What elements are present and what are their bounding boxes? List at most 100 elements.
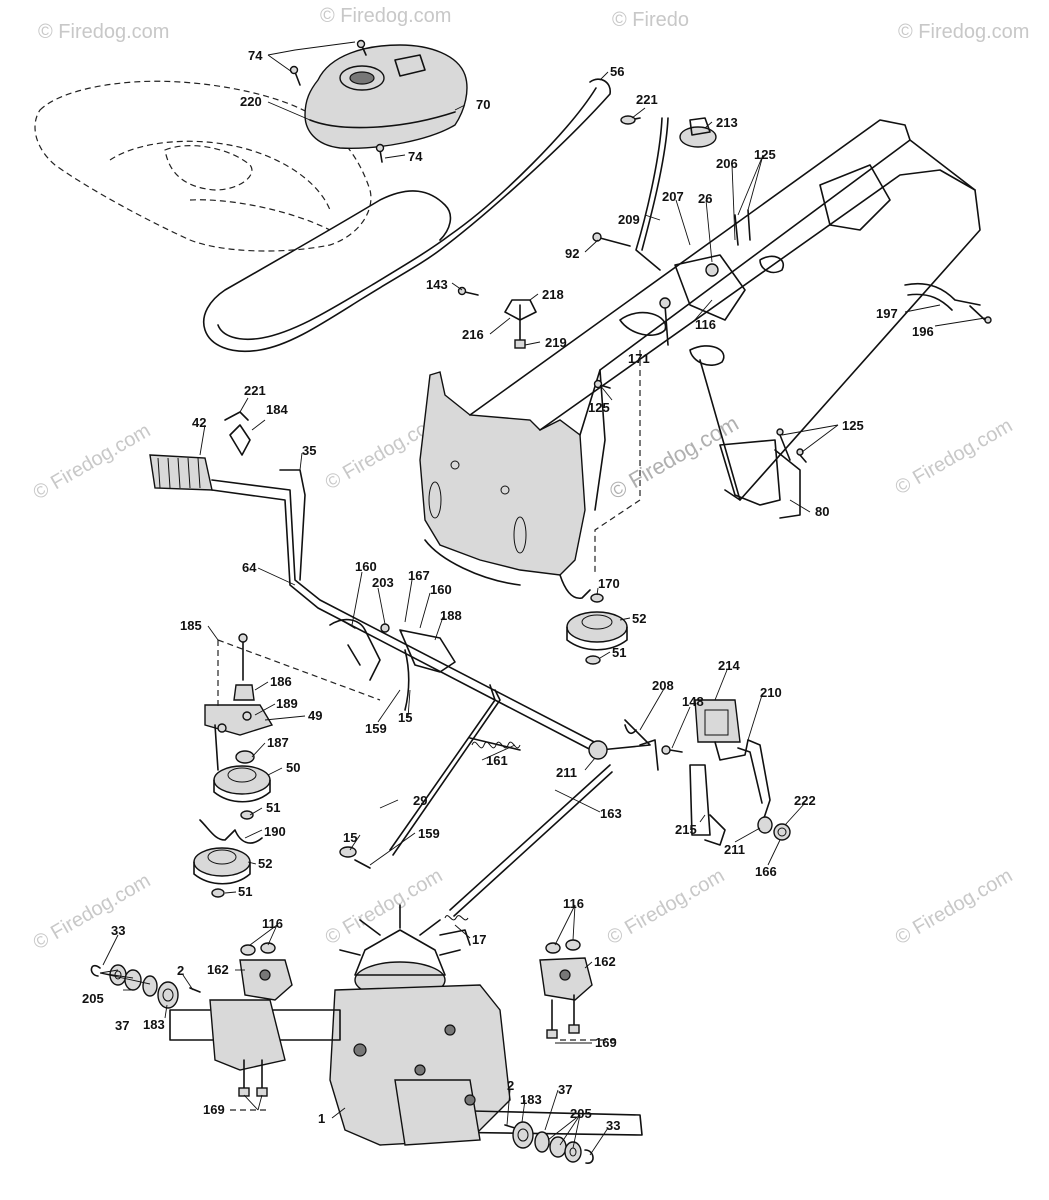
label-219: 219 (545, 335, 567, 350)
label-221-top: 221 (636, 92, 658, 107)
label-52-left: 52 (258, 856, 272, 871)
idler-pulley-right (559, 574, 628, 665)
label-209: 209 (618, 212, 640, 227)
watermark-mid-far-right: © Firedog.com (892, 415, 1017, 500)
label-185: 185 (180, 618, 202, 633)
label-208: 208 (652, 678, 674, 693)
chassis-frame (419, 119, 981, 586)
label-116-left: 116 (262, 916, 283, 931)
right-axle-hardware (504, 939, 594, 1164)
label-197: 197 (876, 306, 898, 321)
label-162-right: 162 (594, 954, 616, 969)
label-51-middle: 51 (266, 800, 280, 815)
label-80: 80 (815, 504, 829, 519)
upper-hardware (457, 115, 992, 463)
watermark-top-center: © Firedog.com (320, 5, 451, 27)
reference-dashes (217, 350, 641, 1111)
label-15-upper: 15 (398, 710, 412, 725)
label-161: 161 (486, 753, 508, 768)
label-166: 166 (755, 864, 777, 879)
label-35: 35 (302, 443, 316, 458)
label-215: 215 (675, 822, 697, 837)
label-222: 222 (794, 793, 816, 808)
part-labels: 74 220 70 56 74 221 213 125 206 207 26 2… (82, 48, 934, 1133)
lift-lever-assembly (149, 411, 601, 869)
drive-belt (203, 78, 611, 353)
label-186: 186 (270, 674, 292, 689)
label-159-upper: 159 (365, 721, 387, 736)
label-125-middle: 125 (588, 400, 610, 415)
label-183-left: 183 (143, 1017, 165, 1032)
label-17: 17 (472, 932, 486, 947)
screws-74 (289, 39, 385, 163)
label-205-right: 205 (570, 1106, 592, 1121)
label-33-right: 33 (606, 1118, 620, 1133)
label-37-right: 37 (558, 1082, 572, 1097)
watermark-low-left: © Firedog.com (30, 870, 155, 955)
label-42: 42 (192, 415, 206, 430)
label-213: 213 (716, 115, 738, 130)
label-15-lower: 15 (343, 830, 357, 845)
label-167-upper: 167 (408, 568, 430, 583)
label-160-right: 160 (430, 582, 452, 597)
label-220: 220 (240, 94, 262, 109)
label-56: 56 (610, 64, 624, 79)
label-29: 29 (413, 793, 427, 808)
watermark-top-right-clipped: © Firedo (612, 9, 689, 31)
watermark-low-right: © Firedog.com (604, 865, 729, 950)
leader-lines (99, 41, 986, 1156)
left-axle-hardware (90, 942, 293, 1097)
label-190: 190 (264, 824, 286, 839)
label-116-right: 116 (563, 896, 584, 911)
label-216: 216 (462, 327, 484, 342)
watermark-mid-left: © Firedog.com (30, 420, 155, 505)
watermark-top-far-right: © Firedog.com (898, 21, 1029, 43)
label-74-top: 74 (248, 48, 263, 63)
label-206: 206 (716, 156, 738, 171)
brake-pedal-assembly (449, 699, 791, 917)
label-26: 26 (698, 191, 712, 206)
label-49: 49 (308, 708, 322, 723)
seat-outline (34, 80, 372, 252)
label-125-top: 125 (754, 147, 776, 162)
label-188: 188 (440, 608, 462, 623)
label-203: 203 (372, 575, 394, 590)
label-160-left: 160 (355, 559, 377, 574)
label-211-left: 211 (556, 765, 577, 780)
label-2-right: 2 (507, 1078, 514, 1093)
label-92: 92 (565, 246, 579, 261)
watermark-low-far-right: © Firedog.com (892, 865, 1017, 950)
label-163: 163 (600, 806, 622, 821)
label-169-left: 169 (203, 1102, 225, 1117)
label-218: 218 (542, 287, 564, 302)
label-70: 70 (476, 97, 490, 112)
label-1: 1 (318, 1111, 325, 1126)
watermark-mid-right: © Firedog.com (605, 410, 743, 504)
label-37-left: 37 (115, 1018, 129, 1033)
label-33-left: 33 (111, 923, 125, 938)
label-207: 207 (662, 189, 684, 204)
label-196: 196 (912, 324, 934, 339)
label-183-right: 183 (520, 1092, 542, 1107)
fender-cover (304, 44, 468, 149)
label-52-right: 52 (632, 611, 646, 626)
label-51-bottom: 51 (238, 884, 252, 899)
label-184: 184 (266, 402, 288, 417)
label-51-right: 51 (612, 645, 626, 660)
label-205-left: 205 (82, 991, 104, 1006)
label-171: 171 (628, 351, 650, 366)
label-214: 214 (718, 658, 740, 673)
label-187: 187 (267, 735, 289, 750)
label-2-left: 2 (177, 963, 184, 978)
label-211-right: 211 (724, 842, 745, 857)
label-50: 50 (286, 760, 300, 775)
label-169-right: 169 (595, 1035, 617, 1050)
label-159-lower: 159 (418, 826, 440, 841)
label-221-left: 221 (244, 383, 266, 398)
label-143: 143 (426, 277, 448, 292)
label-210: 210 (760, 685, 782, 700)
label-148: 148 (682, 694, 704, 709)
label-189: 189 (276, 696, 298, 711)
label-170: 170 (598, 576, 620, 591)
